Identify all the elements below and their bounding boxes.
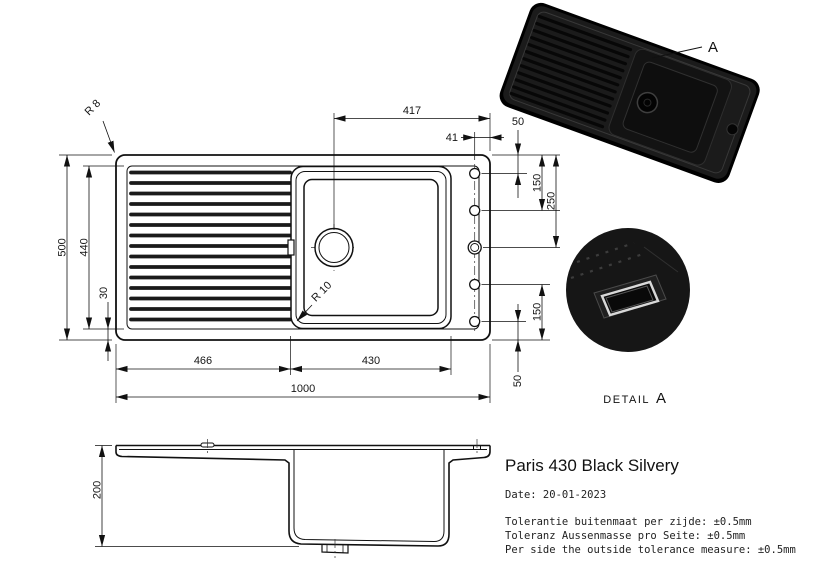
detail-view: DETAIL A (566, 228, 690, 407)
r10-leader (296, 304, 313, 322)
detail-edge-line (643, 246, 679, 273)
r8-leader (102, 120, 115, 153)
r8-label: R 8 (83, 98, 104, 119)
tap-hole-2 (469, 204, 481, 217)
dim-50-bottom-right: 50 (481, 304, 526, 387)
dim-label-466: 466 (194, 355, 212, 367)
dim-label-150-upper: 150 (531, 174, 543, 192)
title-block: Paris 430 Black Silvery Date: 20-01-2023… (505, 456, 796, 556)
drain-inner (318, 232, 350, 263)
dim-label-417: 417 (403, 105, 421, 117)
dim-466-bottom: 466 (115, 336, 291, 403)
tap-hole-4 (469, 278, 481, 291)
iso-drainboard-ribs (509, 14, 633, 129)
iso-bowl-floor (622, 61, 718, 153)
dim-417: 417 (333, 105, 491, 230)
drainboard-ribs (129, 170, 292, 322)
radius-r8-callout: R 8 (83, 98, 115, 153)
iso-drain-center (643, 98, 652, 107)
dim-1000-bottom: 1000 (116, 344, 491, 403)
dim-label-50-bottom: 50 (512, 375, 524, 387)
detail-hole (600, 280, 660, 317)
dim-150-upper-right: 150 (481, 155, 560, 211)
isometric-view: A (499, 2, 760, 183)
side-overflow-mark (200, 439, 215, 456)
dim-50-top-right: 50 (481, 116, 560, 198)
dim-label-1000: 1000 (291, 383, 315, 395)
top-view: R 8 R 10 (83, 98, 491, 341)
product-title: Paris 430 Black Silvery (505, 456, 679, 475)
dim-30-left: 30 (98, 287, 112, 361)
dim-440-left: 440 (78, 165, 124, 330)
side-bowl-inner (293, 449, 445, 543)
detail-label: DETAIL (603, 394, 650, 406)
bowl-outline (290, 165, 452, 330)
detail-hole-inner-edge (605, 285, 654, 313)
callout-label-a: A (708, 39, 718, 56)
dim-label-430: 430 (362, 355, 380, 367)
tap-hole-5 (469, 315, 481, 328)
detail-ribs-texture (570, 241, 647, 280)
side-view: 200 (91, 439, 491, 558)
tolerance-line-en: Per side the outside tolerance measure: … (505, 544, 796, 556)
dim-label-30: 30 (98, 287, 110, 299)
side-drain-fitting (321, 539, 349, 558)
dim-label-50-top: 50 (512, 116, 524, 128)
product-date: Date: 20-01-2023 (505, 489, 606, 501)
detail-ref: A (656, 390, 666, 407)
dim-label-150-lower: 150 (531, 303, 543, 321)
overflow-slot (287, 239, 295, 256)
tolerance-line-de: Toleranz Aussenmasse pro Seite: ±0.5mm (505, 530, 745, 542)
dim-500-left: 500 (56, 154, 112, 341)
iso-tap-hole (726, 123, 739, 136)
dimensions: 417 41 50 150 250 (56, 105, 560, 403)
drain-outer (314, 227, 354, 268)
tap-holes (467, 164, 482, 331)
bowl-floor (303, 178, 439, 317)
dim-label-200: 200 (91, 481, 103, 499)
dim-41: 41 (446, 132, 504, 160)
callout-leader (651, 46, 703, 59)
detail-caption: DETAIL A (603, 390, 666, 407)
tap-hole-1 (469, 167, 481, 180)
tolerance-line-nl: Tolerantie buitenmaat per zijde: ±0.5mm (505, 516, 752, 528)
dim-150-lower-right: 150 (481, 284, 550, 341)
tap-hole-3-inner (470, 243, 480, 252)
dim-430-bottom: 430 (290, 336, 452, 375)
side-profile (115, 445, 491, 547)
dim-250-right: 250 (483, 155, 560, 248)
side-tap-hole-mark (473, 439, 481, 456)
iso-drain (636, 91, 659, 114)
dim-label-500: 500 (56, 238, 68, 256)
dim-200-side: 200 (91, 445, 299, 547)
bowl-rim-mid (295, 171, 447, 324)
dim-label-250: 250 (545, 192, 557, 210)
dim-label-41: 41 (446, 132, 458, 144)
dim-label-440: 440 (78, 238, 90, 256)
